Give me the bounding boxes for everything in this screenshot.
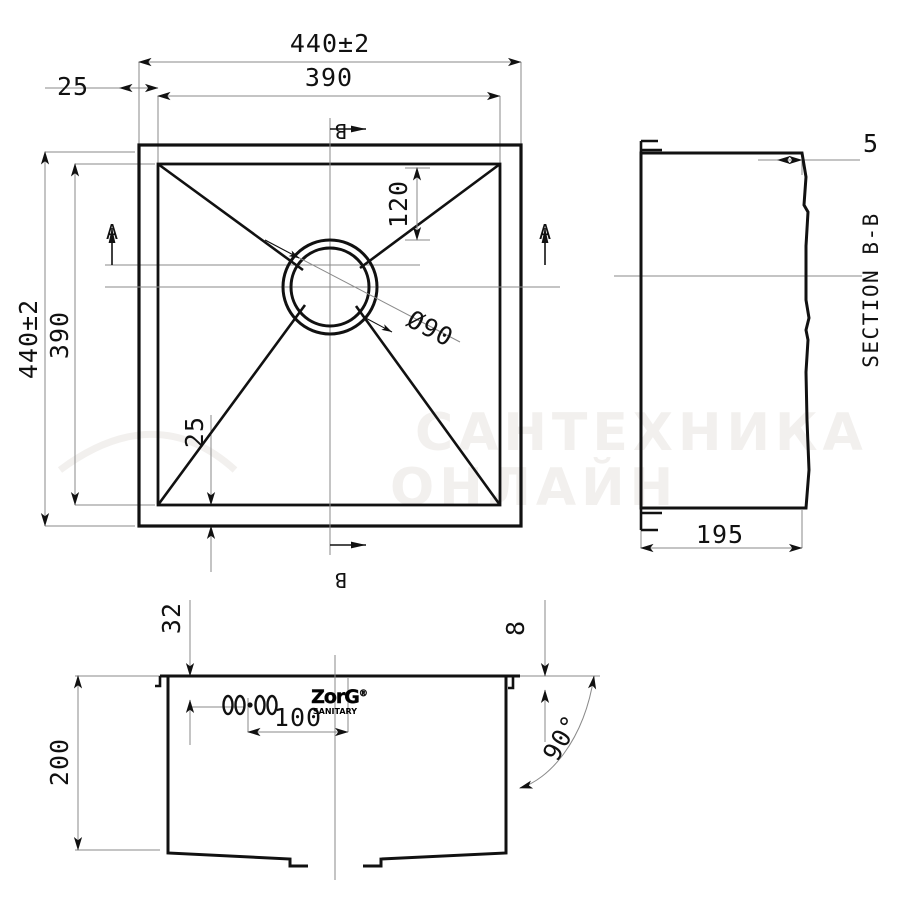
dim-rim-thickness-label: 5	[863, 129, 879, 158]
section-mark-a-left-label: A	[106, 220, 118, 244]
dim-overall-width: 440±2	[138, 29, 522, 67]
watermark-line-2: ОНЛАЙН	[390, 457, 678, 518]
top-view-group: 440±2 390 25 440±2 390	[14, 29, 560, 592]
dim-aa-height-label: 200	[45, 738, 74, 786]
dim-aa-hole-spacing: 100	[247, 703, 349, 737]
dim-drain-offset: 120	[384, 167, 422, 241]
dim-aa-rim-right-edge-label: 8	[501, 620, 530, 636]
dim-drain-offset-label: 120	[384, 180, 413, 228]
dim-aa-wall-angle-label: 90°	[537, 710, 586, 766]
dim-section-bb-depth: 195	[640, 520, 803, 553]
dim-overall-width-label: 440±2	[290, 29, 370, 58]
section-mark-b-top-label: B	[335, 119, 347, 143]
section-aa-right-wall	[363, 676, 508, 868]
dim-aa-height: 200	[45, 675, 83, 851]
section-aa-right-flange	[508, 676, 515, 690]
top-view-centerlines	[105, 118, 560, 555]
watermark-swoosh	[57, 430, 238, 473]
zorg-logo-name: ZorG	[311, 686, 360, 708]
faucet-hole-center-dot	[247, 702, 253, 708]
sink-bowl-outline	[156, 162, 502, 507]
dim-inner-width: 390	[157, 63, 501, 101]
section-aa-left-wall	[166, 676, 308, 868]
section-mark-b-bottom: B	[330, 541, 366, 592]
zorg-logo-sub: SANITARY	[312, 707, 358, 716]
dim-inner-width-label: 390	[305, 63, 353, 92]
dim-rim-left: 25	[45, 72, 159, 101]
dim-aa-wall-angle: 90°	[519, 675, 597, 789]
section-aa-group: 32 8 200 100	[45, 600, 600, 880]
dim-inner-height-label: 390	[45, 311, 74, 359]
section-bb-body-outline	[639, 151, 811, 510]
section-bb-rim-flange-top	[639, 139, 662, 160]
drain-outer-circle	[281, 238, 379, 336]
drain-inner-circle	[289, 246, 371, 328]
watermark-line-1: САНТЕХНИКА	[415, 403, 868, 463]
section-mark-a-right-label: A	[539, 220, 551, 244]
section-mark-b-bottom-label: B	[335, 568, 347, 592]
watermark: САНТЕХНИКА ОНЛАЙН	[57, 403, 868, 518]
dim-inner-height: 390	[45, 163, 80, 506]
dim-aa-hole-spacing-label: 100	[274, 703, 322, 732]
section-bb-rim-flange-bottom	[639, 508, 662, 532]
zorg-logo: ZorG® SANITARY	[295, 686, 375, 716]
section-mark-a-right: A	[539, 220, 551, 265]
dim-rim-thickness: 5	[777, 129, 879, 165]
dim-drain-diameter-label: Ø90	[402, 305, 458, 353]
bowl-slope-diagonals	[156, 162, 502, 506]
section-mark-b-top: B	[330, 119, 366, 143]
faucet-hole-1	[222, 694, 234, 716]
zorg-logo-registered-mark: ®	[358, 689, 369, 700]
section-aa-left-flange	[155, 676, 162, 688]
dim-rim-left-label: 25	[57, 72, 89, 101]
faucet-hole-marks	[222, 694, 278, 716]
faucet-hole-4	[266, 694, 278, 716]
dim-aa-rim-left-edge: 32	[157, 600, 195, 745]
section-bb-group: 5 195 SECTION B-B	[614, 129, 883, 553]
section-mark-a-left: A	[106, 220, 118, 265]
dim-section-bb-depth-label: 195	[696, 520, 744, 549]
dim-overall-height: 440±2	[14, 151, 50, 527]
dim-aa-rim-left-edge-label: 32	[157, 602, 186, 634]
faucet-hole-2	[234, 694, 246, 716]
section-aa-extension-lines	[75, 600, 600, 851]
dim-overall-height-label: 440±2	[14, 299, 43, 379]
faucet-hole-3	[254, 694, 266, 716]
section-bb-title: SECTION B-B	[859, 212, 883, 368]
